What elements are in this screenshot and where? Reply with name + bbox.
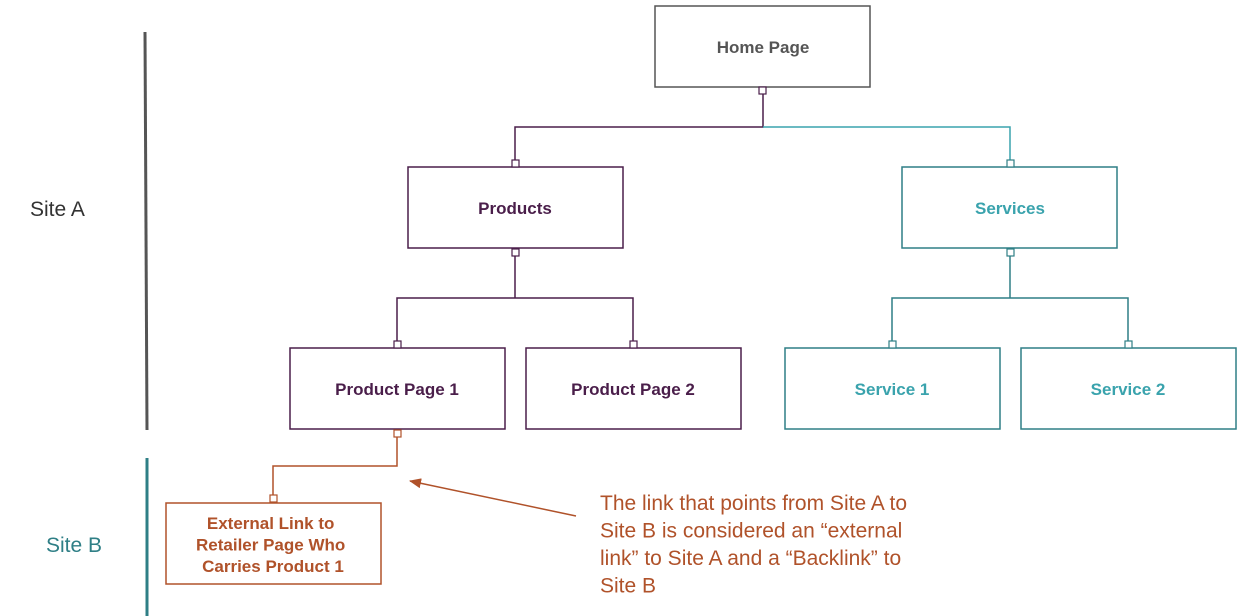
port-products-bottom [511,248,520,257]
node-service-2[interactable] [1020,347,1237,430]
node-product-page-1[interactable] [289,347,506,430]
node-services[interactable] [901,166,1118,249]
port-product-page-1-bottom [393,429,402,438]
connector-service-2 [1010,297,1129,341]
note-line-3: link” to Site A and a “Backlink” to [600,547,901,570]
node-service-2-label: Service 2 [1091,380,1166,399]
connector-external-link [272,437,398,495]
port-external-link-top [269,494,278,503]
port-services-bottom [1006,248,1015,257]
port-service-1-top [888,340,897,349]
node-product-page-2[interactable] [525,347,742,430]
connector-product-page-2 [515,297,634,341]
connector-product-page-1 [396,297,515,341]
site-b-label: Site B [46,534,102,557]
node-home-page[interactable] [654,5,871,88]
note-line-2: Site B is considered an “external [600,520,902,543]
port-services-top [1006,159,1015,168]
node-home-page-label: Home Page [717,38,810,57]
site-a-divider [143,31,149,431]
node-products-label: Products [478,199,552,218]
port-home-bottom [758,86,767,95]
note-line-4: Site B [600,575,656,598]
port-products-top [511,159,520,168]
node-external-link[interactable] [165,502,382,585]
port-service-2-top [1124,340,1133,349]
external-link-line-1: External Link to [207,514,335,533]
node-service-1[interactable] [784,347,1001,430]
connector-home-services [763,126,1011,160]
node-product-page-1-label: Product Page 1 [335,380,459,399]
connector-service-1 [891,297,1010,341]
node-services-label: Services [975,199,1045,218]
connector-home-products [514,94,764,160]
node-external-link-label: External Link to Retailer Page Who Carri… [196,514,350,576]
port-product-page-2-top [629,340,638,349]
annotation-arrow [409,478,577,517]
port-product-page-1-top [393,340,402,349]
node-service-1-label: Service 1 [855,380,930,399]
site-a-label: Site A [30,198,85,221]
external-link-line-3: Carries Product 1 [202,557,344,576]
note-line-1: The link that points from Site A to [600,492,907,515]
annotation-note: The link that points from Site A to Site… [600,492,913,598]
external-link-line-2: Retailer Page Who [196,536,345,555]
node-product-page-2-label: Product Page 2 [571,380,695,399]
